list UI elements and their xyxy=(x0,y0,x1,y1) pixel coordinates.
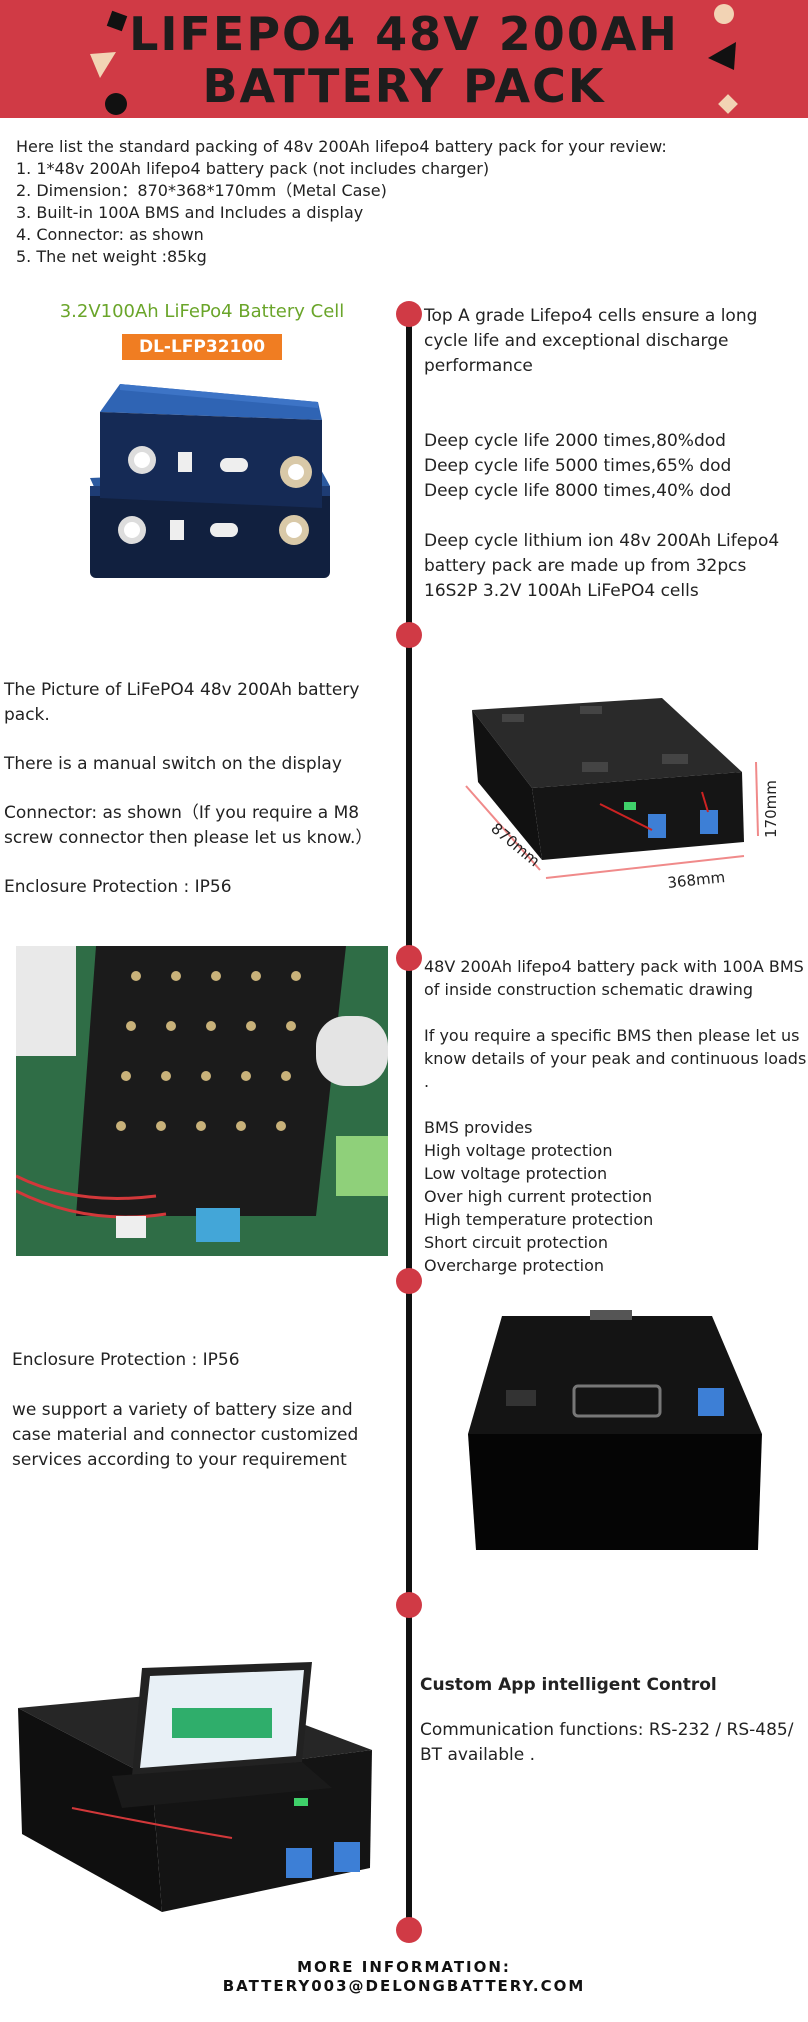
cycle-life-item: Deep cycle life 8000 times,40% dod xyxy=(424,481,732,501)
cell-label: 3.2V100Ah LiFePo4 Battery Cell xyxy=(59,301,345,322)
square-decoration-icon xyxy=(106,10,128,32)
battery-case-photo xyxy=(468,1310,762,1550)
switch-note: There is a manual switch on the display xyxy=(4,754,342,774)
timeline-dot xyxy=(396,622,422,648)
footer-info-label: MORE INFORMATION: xyxy=(297,1958,511,1976)
packing-heading: Here list the standard packing of 48v 20… xyxy=(16,137,667,156)
app-control-heading: Custom App intelligent Control xyxy=(420,1675,717,1695)
bms-feature: Overcharge protection xyxy=(424,1256,604,1275)
title-line-2: BATTERY PACK xyxy=(202,59,606,113)
section4-text: Enclosure Protection : IP56 we support a… xyxy=(12,1348,392,1473)
title-line-1: LIFEPO4 48V 200AH xyxy=(129,7,679,61)
communication-functions: Communication functions: RS-232 / RS-485… xyxy=(420,1720,794,1765)
section5-text: Custom App intelligent Control Communica… xyxy=(420,1673,804,1768)
circle-decoration-icon xyxy=(105,93,127,115)
footer-contact: MORE INFORMATION: BATTERY003@DELONGBATTE… xyxy=(0,1958,808,1996)
battery-pack-photo: 870mm 368mm 170mm xyxy=(465,698,780,892)
bms-request-note: If you require a specific BMS then pleas… xyxy=(424,1026,807,1091)
picture-caption: The Picture of LiFePO4 48v 200Ah battery… xyxy=(4,680,360,725)
footer-email[interactable]: BATTERY003@DELONGBATTERY.COM xyxy=(222,1977,586,1995)
enclosure-protection: Enclosure Protection : IP56 xyxy=(12,1350,240,1370)
packing-item: 5. The net weight :85kg xyxy=(16,247,207,266)
page-title: LIFEPO4 48V 200AH BATTERY PACK xyxy=(0,8,808,112)
timeline-dot xyxy=(396,945,422,971)
packing-list: Here list the standard packing of 48v 20… xyxy=(16,136,776,268)
packing-item: 4. Connector: as shown xyxy=(16,225,204,244)
enclosure-protection: Enclosure Protection : IP56 xyxy=(4,877,232,897)
timeline-dot xyxy=(396,1592,422,1618)
timeline-dot xyxy=(396,1917,422,1943)
header-banner: LIFEPO4 48V 200AH BATTERY PACK xyxy=(0,0,808,118)
pack-composition: Deep cycle lithium ion 48v 200Ah Lifepo4… xyxy=(424,531,780,601)
packing-item: 3. Built-in 100A BMS and Includes a disp… xyxy=(16,203,364,222)
triangle-decoration-icon xyxy=(708,42,736,70)
packing-item: 1. 1*48v 200Ah lifepo4 battery pack (not… xyxy=(16,159,490,178)
timeline-dot xyxy=(396,301,422,327)
customization-note: we support a variety of battery size and… xyxy=(12,1400,359,1470)
bms-feature: High voltage protection xyxy=(424,1141,613,1160)
packing-item: 2. Dimension：870*368*170mm（Metal Case) xyxy=(16,181,387,200)
cycle-life-item: Deep cycle life 2000 times,80%dod xyxy=(424,431,726,451)
bms-heading: BMS provides xyxy=(424,1118,533,1137)
section2-text: The Picture of LiFePO4 48v 200Ah battery… xyxy=(4,678,404,900)
battery-cells-photo xyxy=(90,384,330,578)
battery-internals-photo xyxy=(16,946,388,1256)
cell-model-badge: DL-LFP32100 xyxy=(122,334,282,360)
connector-note: Connector: as shown（If you require a M8 … xyxy=(4,803,373,848)
bms-feature: Over high current protection xyxy=(424,1187,653,1206)
timeline-line xyxy=(406,312,412,1924)
timeline-dot xyxy=(396,1268,422,1294)
section3-text: 48V 200Ah lifepo4 battery pack with 100A… xyxy=(424,955,808,1277)
section1-text: Top A grade Lifepo4 cells ensure a long … xyxy=(424,304,804,604)
dimension-height: 170mm xyxy=(762,780,780,838)
circle-decoration-icon xyxy=(714,4,734,24)
dimension-width: 368mm xyxy=(667,868,726,892)
cells-description: Top A grade Lifepo4 cells ensure a long … xyxy=(424,306,758,376)
bms-feature: High temperature protection xyxy=(424,1210,654,1229)
construction-description: 48V 200Ah lifepo4 battery pack with 100A… xyxy=(424,957,804,999)
battery-laptop-photo xyxy=(18,1662,372,1912)
bms-feature: Short circuit protection xyxy=(424,1233,608,1252)
diamond-decoration-icon xyxy=(718,94,738,114)
bms-feature: Low voltage protection xyxy=(424,1164,608,1183)
triangle-decoration-icon xyxy=(90,52,116,78)
cycle-life-item: Deep cycle life 5000 times,65% dod xyxy=(424,456,732,476)
